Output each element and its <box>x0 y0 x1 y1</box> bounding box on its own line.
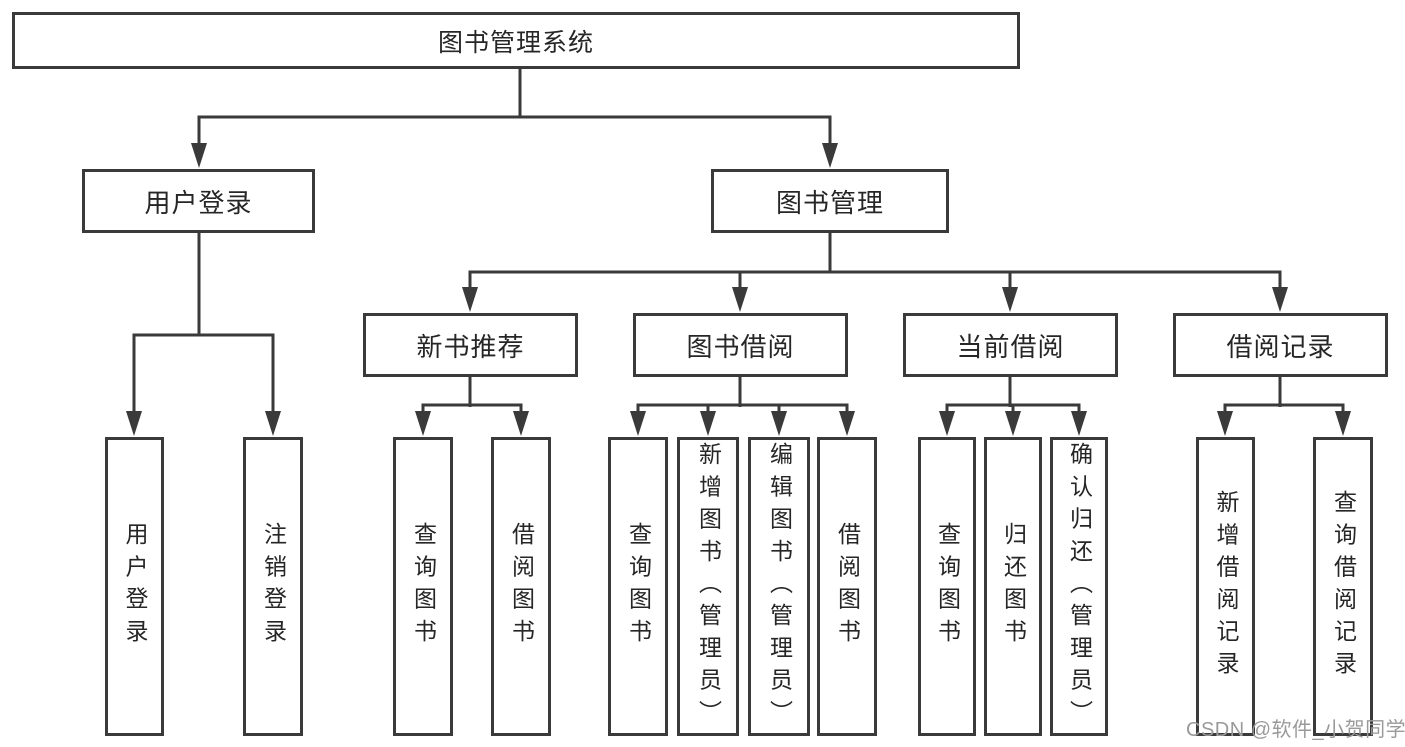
leaf-user-login-label: 用户登录 <box>122 522 148 651</box>
arrow-leaf-borrow-2 <box>839 411 855 436</box>
leaf-add-book-admin: 新增图书（管理员） <box>677 437 739 736</box>
arrow-book-management <box>822 143 838 168</box>
node-current-borrowing-label: 当前借阅 <box>956 331 1065 362</box>
node-book-borrowing: 图书借阅 <box>633 313 848 377</box>
leaf-add-book-admin-label: 新增图书（管理员） <box>695 441 722 732</box>
leaf-query-borrow-record-label: 查询借阅记录 <box>1330 489 1357 684</box>
leaf-borrow-books-borrowing-label: 借阅图书 <box>834 522 861 651</box>
leaf-query-books-borrowing: 查询图书 <box>608 437 668 736</box>
arrow-leaf-borrow-1 <box>513 411 529 436</box>
leaf-new-borrow-record: 新增借阅记录 <box>1196 437 1255 736</box>
arrow-leaf-edit-book <box>771 411 787 436</box>
watermark-text: CSDN @软件_小贺同学 <box>1186 719 1405 741</box>
node-new-book-recommend-label: 新书推荐 <box>416 331 525 362</box>
arrow-leaf-user-login <box>126 411 142 436</box>
leaf-user-login: 用户登录 <box>105 437 164 736</box>
leaf-borrow-books-recommend: 借阅图书 <box>491 437 551 736</box>
arrow-leaf-logout <box>265 411 281 436</box>
arrow-leaf-query-2 <box>630 411 646 436</box>
node-new-book-recommend: 新书推荐 <box>363 313 578 377</box>
arrow-leaf-return-book <box>1005 411 1021 436</box>
node-user-login-branch: 用户登录 <box>82 169 315 233</box>
leaf-borrow-books-borrowing: 借阅图书 <box>817 437 877 736</box>
leaf-logout-login: 注销登录 <box>243 437 303 736</box>
arrow-leaf-new-record <box>1217 411 1233 436</box>
leaf-query-books-recommend-label: 查询图书 <box>410 522 437 651</box>
leaf-confirm-return-admin-label: 确认归还（管理员） <box>1066 441 1093 732</box>
leaf-query-borrow-record: 查询借阅记录 <box>1313 437 1373 736</box>
node-borrowing-records: 借阅记录 <box>1173 313 1388 377</box>
arrow-borrowing-records <box>1272 287 1288 312</box>
arrow-leaf-query-3 <box>939 411 955 436</box>
leaf-query-books-current-label: 查询图书 <box>934 522 961 651</box>
arrow-leaf-query-1 <box>415 411 431 436</box>
arrow-leaf-add-book <box>700 411 716 436</box>
node-root-label: 图书管理系统 <box>437 28 594 57</box>
node-borrowing-records-label: 借阅记录 <box>1226 331 1335 362</box>
leaf-query-books-recommend: 查询图书 <box>393 437 453 736</box>
arrow-leaf-confirm-return <box>1071 411 1087 436</box>
node-current-borrowing: 当前借阅 <box>903 313 1118 377</box>
leaf-query-books-current: 查询图书 <box>918 437 976 736</box>
node-book-borrowing-label: 图书借阅 <box>686 331 795 362</box>
arrow-book-borrowing <box>732 287 748 312</box>
leaf-edit-book-admin: 编辑图书（管理员） <box>748 437 810 736</box>
arrow-leaf-query-record <box>1335 411 1351 436</box>
leaf-borrow-books-recommend-label: 借阅图书 <box>508 522 535 651</box>
node-user-login-branch-label: 用户登录 <box>144 187 253 218</box>
leaf-return-books-label: 归还图书 <box>1000 522 1027 651</box>
arrow-current-borrowing <box>1002 287 1018 312</box>
leaf-return-books: 归还图书 <box>984 437 1042 736</box>
node-book-management-label: 图书管理 <box>775 187 884 218</box>
leaf-query-books-borrowing-label: 查询图书 <box>625 522 652 651</box>
node-root: 图书管理系统 <box>12 12 1020 69</box>
leaf-edit-book-admin-label: 编辑图书（管理员） <box>766 441 793 732</box>
leaf-new-borrow-record-label: 新增借阅记录 <box>1213 489 1239 684</box>
arrow-new-book-recommend <box>462 287 478 312</box>
arrow-user-login <box>191 143 207 168</box>
leaf-logout-login-label: 注销登录 <box>260 522 287 651</box>
node-book-management: 图书管理 <box>711 169 949 233</box>
arrowheads <box>126 143 1351 436</box>
leaf-confirm-return-admin: 确认归还（管理员） <box>1050 437 1108 736</box>
